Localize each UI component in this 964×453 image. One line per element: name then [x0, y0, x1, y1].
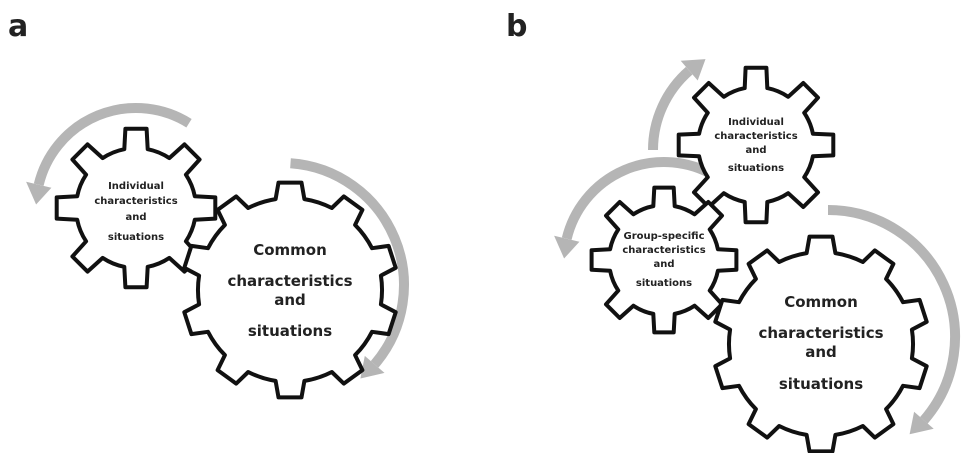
- gear-label-line: characteristics: [227, 272, 352, 290]
- panel-a-large-gear: Common characteristics and situations: [182, 180, 398, 400]
- gear-icon: [54, 126, 218, 290]
- gear-label-line: Group-specific: [623, 231, 704, 242]
- gear-label-line: and: [274, 291, 306, 309]
- panel-b-top-gear: Individual characteristics and situation…: [676, 65, 836, 225]
- gear-icon: [713, 234, 929, 453]
- gear-label-line: characteristics: [622, 245, 705, 256]
- panel-a-small-gear: Individual characteristics and situation…: [54, 126, 218, 290]
- panel-b-middle-gear: Group-specific characteristics and situa…: [589, 185, 739, 335]
- panel-a-large-gear-arrow: [290, 158, 409, 379]
- gear-label-line: situations: [248, 322, 332, 340]
- gear-label-line: and: [653, 259, 674, 270]
- panel-b: Individual characteristics and situation…: [554, 59, 961, 453]
- gear-label-line: Individual: [108, 181, 164, 192]
- gear-label-line: and: [805, 343, 837, 361]
- gear-label-line: Common: [784, 293, 858, 311]
- gear-icon: [589, 185, 739, 335]
- gear-label-line: characteristics: [94, 196, 177, 207]
- gear-label-line: situations: [779, 375, 863, 393]
- panel-b-middle-gear-arrow: [554, 157, 717, 259]
- gear-label-line: situations: [108, 232, 164, 243]
- gear-label-line: Individual: [728, 117, 784, 128]
- gear-icon: [676, 65, 836, 225]
- panel-b-large-gear: Common characteristics and situations: [713, 234, 929, 453]
- panel-b-large-gear-arrow: [827, 205, 961, 435]
- panel-a-letter: a: [8, 9, 28, 44]
- gear-label-line: characteristics: [714, 131, 797, 142]
- gear-label-line: characteristics: [758, 324, 883, 342]
- panel-b-top-gear-arrow: [648, 59, 706, 151]
- panel-a: Individual characteristics and situation…: [26, 102, 409, 400]
- gear-label-line: and: [125, 212, 146, 223]
- gear-icon: [182, 180, 398, 400]
- panel-b-letter: b: [506, 9, 527, 44]
- panel-a-small-gear-arrow: [26, 102, 192, 205]
- gear-label-line: situations: [636, 278, 692, 289]
- gear-label-line: Common: [253, 241, 327, 259]
- gear-label-line: and: [745, 145, 766, 156]
- gear-label-line: situations: [728, 163, 784, 174]
